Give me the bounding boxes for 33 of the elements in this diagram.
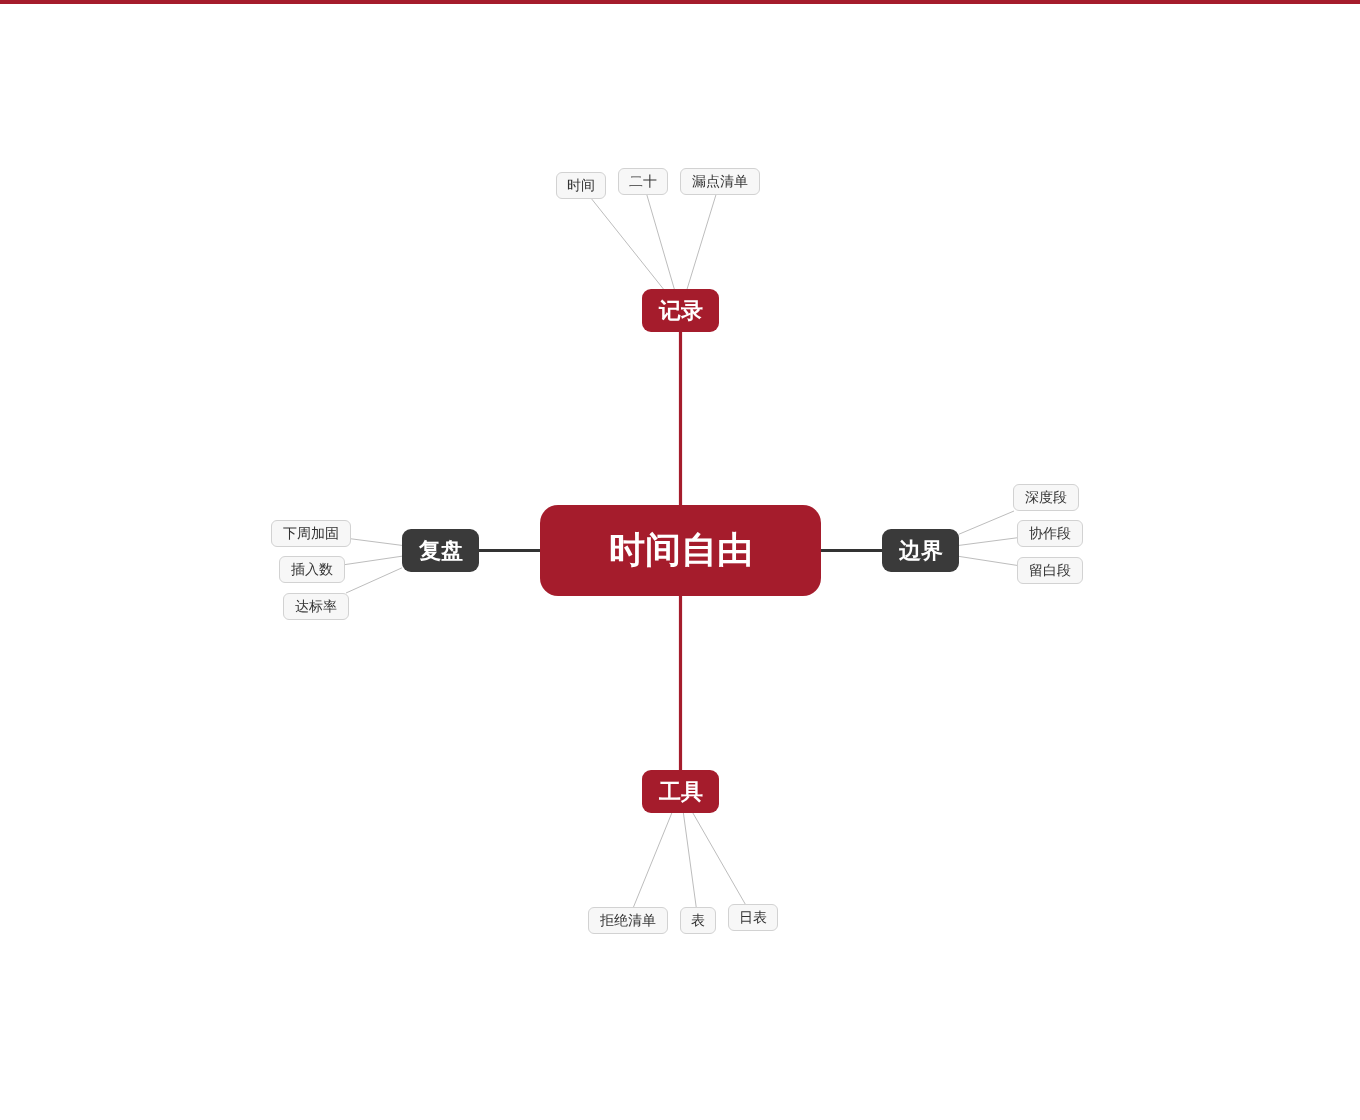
branch-topic: 边界 [882, 529, 959, 572]
connector-line [958, 510, 1015, 535]
leaf-topic: 漏点清单 [680, 168, 760, 195]
leaf-topic: 时间 [556, 172, 606, 199]
connector-line [692, 812, 746, 905]
connector-line [686, 194, 717, 290]
leaf-topic: 表 [680, 907, 716, 934]
connector-line [821, 548, 882, 553]
branch-topic: 工具 [642, 770, 719, 813]
connector-line [591, 198, 664, 290]
central-topic: 时间自由 [540, 505, 821, 596]
leaf-topic: 留白段 [1017, 557, 1083, 584]
leaf-topic: 下周加固 [271, 520, 351, 547]
leaf-topic: 二十 [618, 168, 668, 195]
connector-line [350, 538, 403, 546]
leaf-topic: 协作段 [1017, 520, 1083, 547]
leaf-topic: 日表 [728, 904, 778, 931]
connector-line [633, 812, 673, 908]
branch-topic: 记录 [642, 289, 719, 332]
connector-line [678, 596, 683, 770]
leaf-topic: 拒绝清单 [588, 907, 668, 934]
connector-line [646, 194, 675, 290]
leaf-topic: 插入数 [279, 556, 345, 583]
branch-topic: 复盘 [402, 529, 479, 572]
connector-line [958, 555, 1018, 566]
connector-line [682, 812, 697, 908]
connector-line [344, 555, 403, 566]
connector-line [678, 332, 683, 505]
leaf-topic: 达标率 [283, 593, 349, 620]
connector-line [479, 548, 540, 553]
connector-line [958, 537, 1018, 546]
leaf-topic: 深度段 [1013, 484, 1079, 511]
connector-line [345, 567, 403, 594]
